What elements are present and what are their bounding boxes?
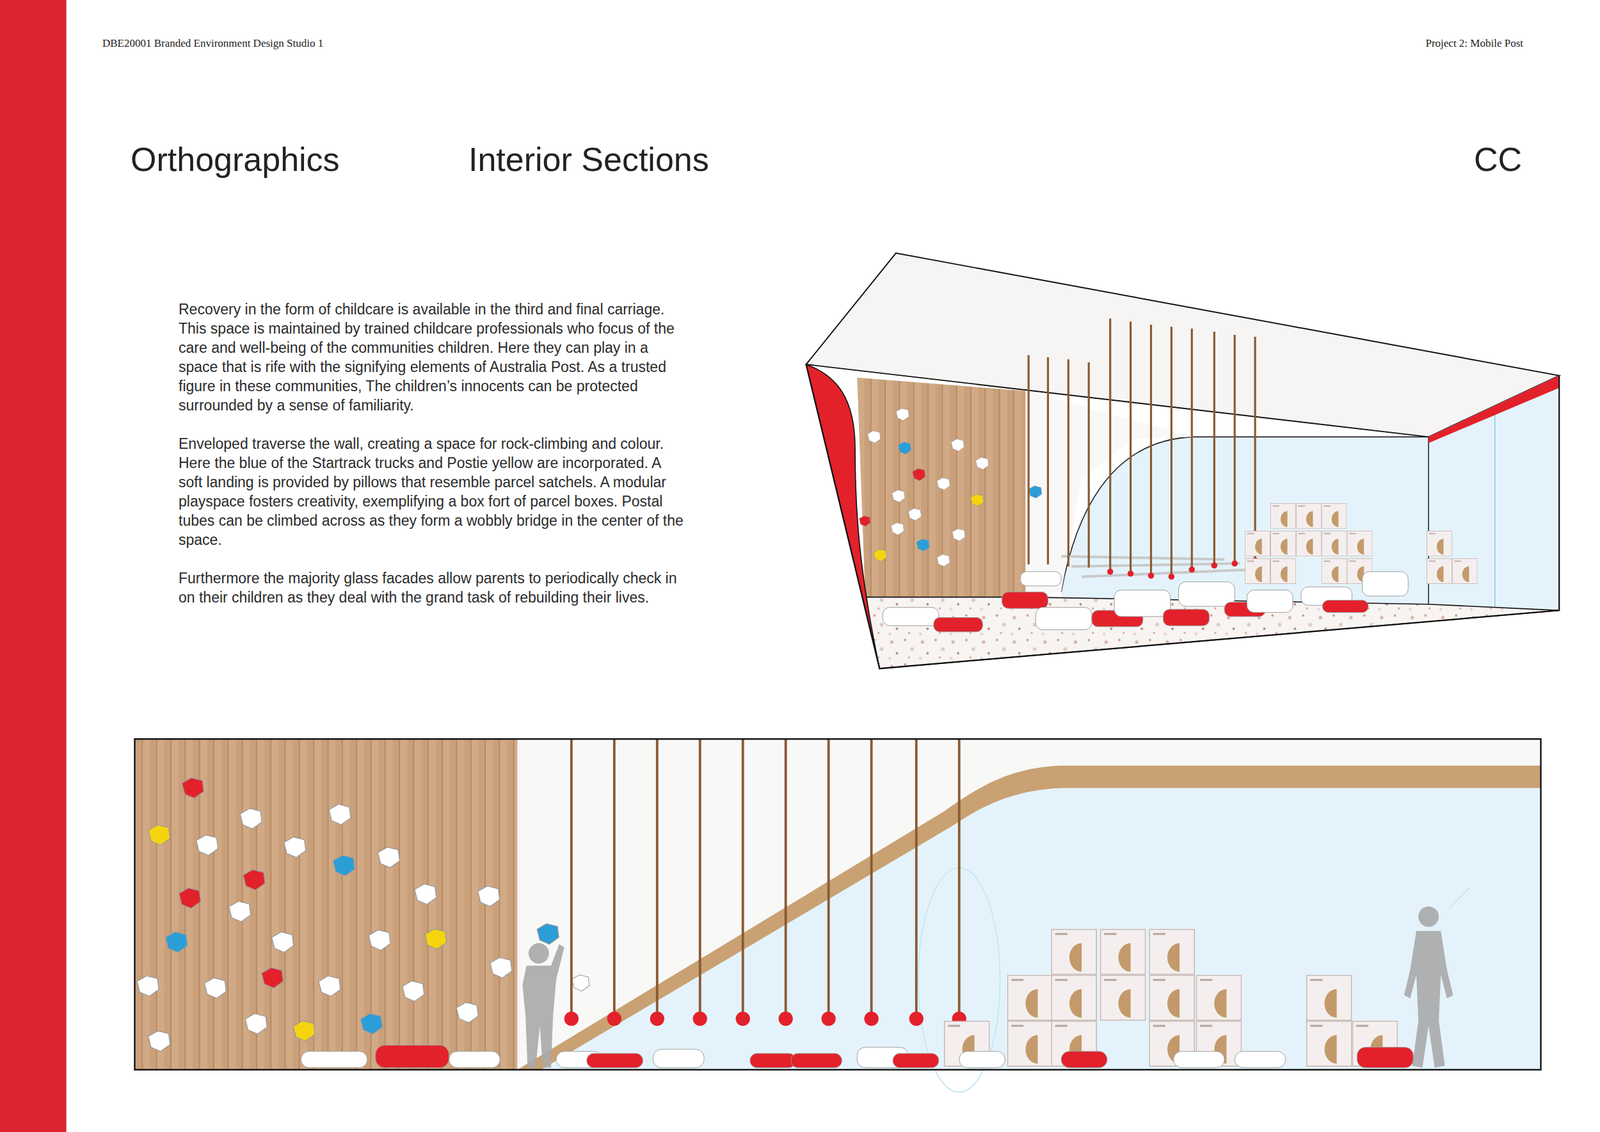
section-heading: Interior Sections	[468, 139, 710, 180]
section-heading: Orthographics	[130, 139, 340, 180]
description-paragraph: Enveloped traverse the wall, creating a …	[178, 433, 685, 550]
description-column: Recovery in the form of childcare is ava…	[178, 299, 685, 626]
section-code: CC	[1473, 139, 1522, 180]
description-paragraph: Furthermore the majority glass facades a…	[178, 568, 685, 607]
course-header: DBE20001 Branded Environment Design Stud…	[102, 37, 324, 50]
project-header: Project 2: Mobile Post	[1425, 37, 1524, 50]
description-paragraph: Recovery in the form of childcare is ava…	[178, 299, 685, 415]
